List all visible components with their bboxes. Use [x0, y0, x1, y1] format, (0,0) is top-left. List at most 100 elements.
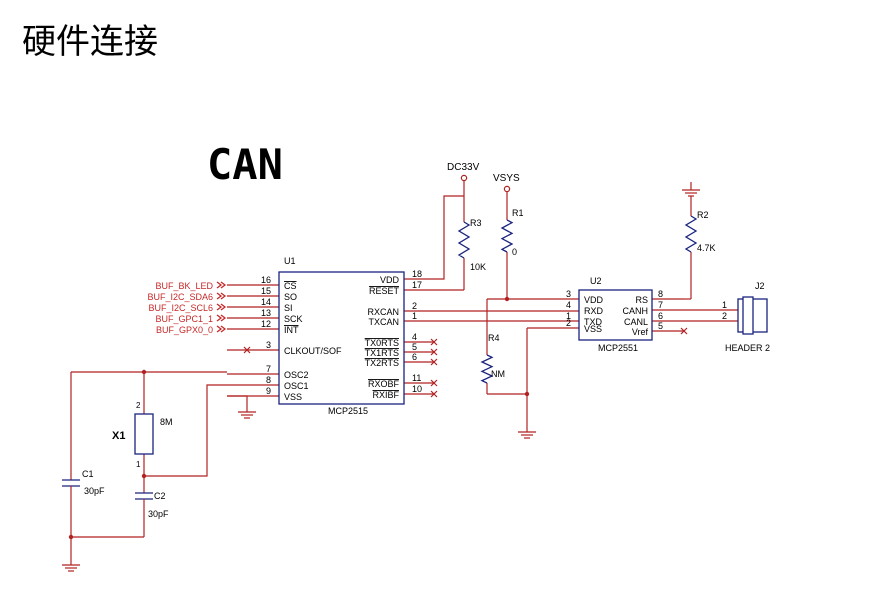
- net-label: BUF_I2C_SDA6: [147, 292, 213, 302]
- u1-pin-number: 15: [261, 286, 271, 296]
- net-arrow: [220, 303, 227, 311]
- u1-pin-name: TXCAN: [368, 317, 399, 327]
- u2-pin-name: TXD: [584, 317, 603, 327]
- u1-pin-number: 6: [412, 352, 417, 362]
- u1-pin-number: 8: [266, 375, 271, 385]
- u1-pin-number: 1: [412, 311, 417, 321]
- u2-pin-name: VSS: [584, 324, 602, 334]
- page-title: 硬件连接: [22, 22, 158, 62]
- x1-pin-number: 1: [136, 460, 141, 469]
- u1-pin-name: RXOBF: [368, 379, 400, 389]
- net-arrow: [220, 325, 227, 333]
- resistor-r1: [500, 219, 514, 253]
- r2-value: 4.7K: [697, 243, 716, 253]
- section-title: CAN: [207, 140, 283, 189]
- u1-pin-name: TX0RTS: [365, 338, 399, 348]
- net-label: BUF_I2C_SCL6: [148, 303, 213, 313]
- c1-value: 30pF: [84, 486, 105, 496]
- u2-pin-number: 2: [566, 318, 571, 328]
- u2-pin-number: 7: [658, 300, 663, 310]
- power-port: [460, 174, 468, 182]
- r1-value: 0: [512, 247, 517, 257]
- r4-value: NM: [491, 369, 505, 379]
- u1-pin-name: CS: [284, 281, 297, 291]
- u2-pin-name: RS: [635, 295, 648, 305]
- no-connect-mark: [243, 346, 251, 354]
- u1-pin-name: RXCAN: [367, 307, 399, 317]
- net-label: BUF_BK_LED: [155, 281, 213, 291]
- no-connect-mark: [430, 379, 438, 387]
- no-connect-mark: [680, 327, 688, 335]
- resistor-r2: [684, 215, 698, 253]
- j2-pin-number: 1: [722, 300, 727, 310]
- r2-ref: R2: [697, 210, 709, 220]
- u1-pin-number: 14: [261, 297, 271, 307]
- u2-body: [578, 289, 653, 341]
- x1-ref: X1: [112, 430, 125, 442]
- u1-pin-name: INT: [284, 325, 299, 335]
- u1-pin-name: SI: [284, 303, 293, 313]
- net-arrow: [216, 325, 223, 333]
- u1-pin-number: 16: [261, 275, 271, 285]
- u1-pin-number: 11: [412, 373, 421, 383]
- j2-body: [742, 296, 754, 335]
- u2-pin-number: 4: [566, 300, 571, 310]
- u2-pin-number: 6: [658, 311, 663, 321]
- resistor-r4: [480, 354, 494, 384]
- power-label-dc33v: DC33V: [447, 162, 480, 173]
- u1-ref: U1: [284, 256, 296, 266]
- u1-pin-name: VSS: [284, 392, 302, 402]
- u1-pin-number: 10: [412, 384, 422, 394]
- u2-pin-name: CANL: [624, 317, 648, 327]
- u1-pin-number: 2: [412, 301, 417, 311]
- net-arrow: [220, 314, 227, 322]
- no-connect-mark: [430, 348, 438, 356]
- u2-part: MCP2551: [598, 343, 638, 353]
- power-label-vsys: VSYS: [493, 173, 520, 184]
- u2-pin-name: VDD: [584, 295, 604, 305]
- net-arrow: [216, 292, 223, 300]
- u1-pin-number: 13: [261, 308, 271, 318]
- u1-pin-name: RXIBF: [372, 390, 399, 400]
- j2-part: HEADER 2: [725, 343, 770, 353]
- no-connect-mark: [430, 338, 438, 346]
- u1-pin-name: VDD: [380, 275, 400, 285]
- u1-part: MCP2515: [328, 406, 368, 416]
- u2-pin-number: 5: [658, 321, 663, 331]
- u1-pin-name: TX1RTS: [365, 348, 399, 358]
- u1-body: [278, 271, 405, 405]
- u1-pin-name: RESET: [369, 286, 400, 296]
- u1-pin-name: OSC2: [284, 370, 309, 380]
- u1-pin-number: 9: [266, 386, 271, 396]
- r1-ref: R1: [512, 208, 524, 218]
- u1-pin-name: OSC1: [284, 381, 309, 391]
- u1-pin-name: TX2RTS: [365, 358, 399, 368]
- u1-pin-number: 7: [266, 364, 271, 374]
- r3-value: 10K: [470, 262, 486, 272]
- u2-pin-number: 3: [566, 289, 571, 299]
- c1-ref: C1: [82, 469, 94, 479]
- u2-pin-name: RXD: [584, 306, 604, 316]
- x1-value: 8M: [160, 417, 173, 427]
- wire: [227, 395, 248, 404]
- net-label: BUF_GPC1_1: [155, 314, 213, 324]
- u2-pin-number: 8: [658, 289, 663, 299]
- u2-pin-number: 1: [566, 311, 571, 321]
- wire: [144, 384, 227, 477]
- u1-pin-name: CLKOUT/SOF: [284, 346, 342, 356]
- u2-pin-name: CANH: [622, 306, 648, 316]
- u1-pin-name: SO: [284, 292, 297, 302]
- net-label: BUF_GPX0_0: [156, 325, 213, 335]
- no-connect-mark: [430, 358, 438, 366]
- j2-ref: J2: [755, 281, 765, 291]
- crystal-x1: [134, 413, 154, 455]
- wire: [434, 195, 464, 280]
- u1-pin-number: 5: [412, 342, 417, 352]
- u1-pin-name: SCK: [284, 314, 303, 324]
- u1-pin-number: 3: [266, 340, 271, 350]
- u1-pin-number: 18: [412, 269, 422, 279]
- u1-pin-number: 17: [412, 280, 422, 290]
- r4-ref: R4: [488, 333, 500, 343]
- c2-ref: C2: [154, 491, 166, 501]
- u2-ref: U2: [590, 276, 602, 286]
